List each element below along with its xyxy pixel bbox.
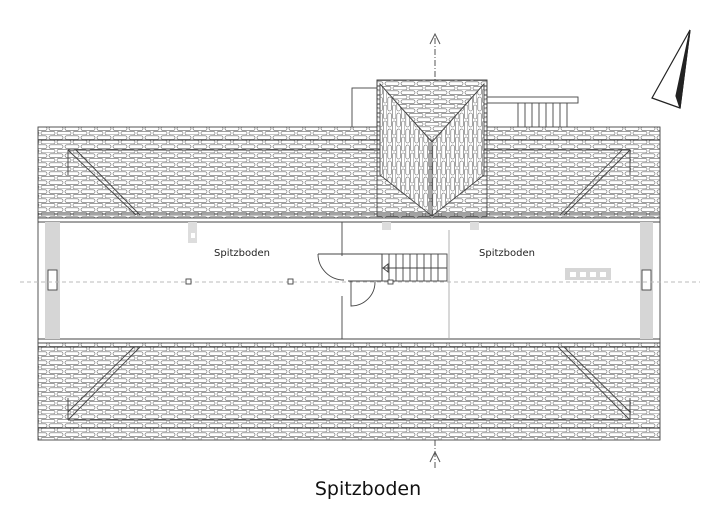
room-label-left: Spitzboden (214, 248, 270, 259)
staircase (381, 253, 448, 282)
attic-floor (20, 217, 700, 344)
roof-top (37, 126, 661, 219)
balcony-railing (517, 103, 568, 127)
section-marker-bottom (429, 440, 441, 468)
room-label-right: Spitzboden (479, 248, 535, 259)
plan-title: Spitzboden (314, 478, 422, 500)
roof-bottom (37, 342, 661, 441)
north-arrow-icon (651, 29, 691, 109)
skylight-group (565, 268, 611, 280)
dormer (376, 79, 488, 217)
section-marker-top (429, 32, 441, 82)
post-markers (185, 278, 394, 285)
